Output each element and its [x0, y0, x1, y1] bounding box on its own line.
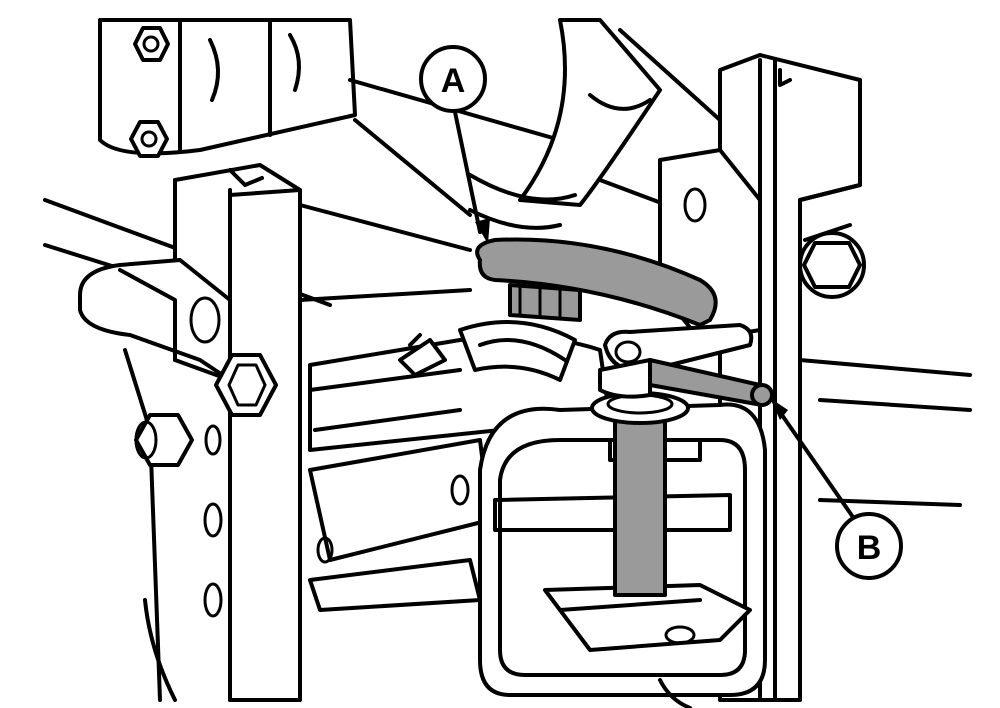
right-pivot-bolt: [798, 231, 866, 299]
hook-pin: [590, 391, 690, 597]
callout-b-leader: [770, 398, 857, 522]
upper-bracket: [98, 18, 357, 158]
background-tube: [468, 18, 662, 230]
hose-a: [475, 237, 718, 327]
handle-b: [648, 358, 774, 407]
callout-a-label: A: [441, 62, 466, 100]
left-side-plate: [78, 258, 232, 702]
left-lower-bolt: [134, 413, 194, 467]
left-post: [173, 163, 302, 702]
callout-b: B: [835, 512, 903, 580]
left-pivot-bolt: [214, 353, 278, 417]
callout-a-leader: [453, 110, 490, 244]
callout-a: A: [419, 45, 487, 113]
upper-bolt-2: [129, 120, 169, 158]
latch-lever: [598, 323, 754, 399]
upper-bolt-1: [133, 26, 170, 62]
callout-b-label: B: [857, 529, 882, 567]
